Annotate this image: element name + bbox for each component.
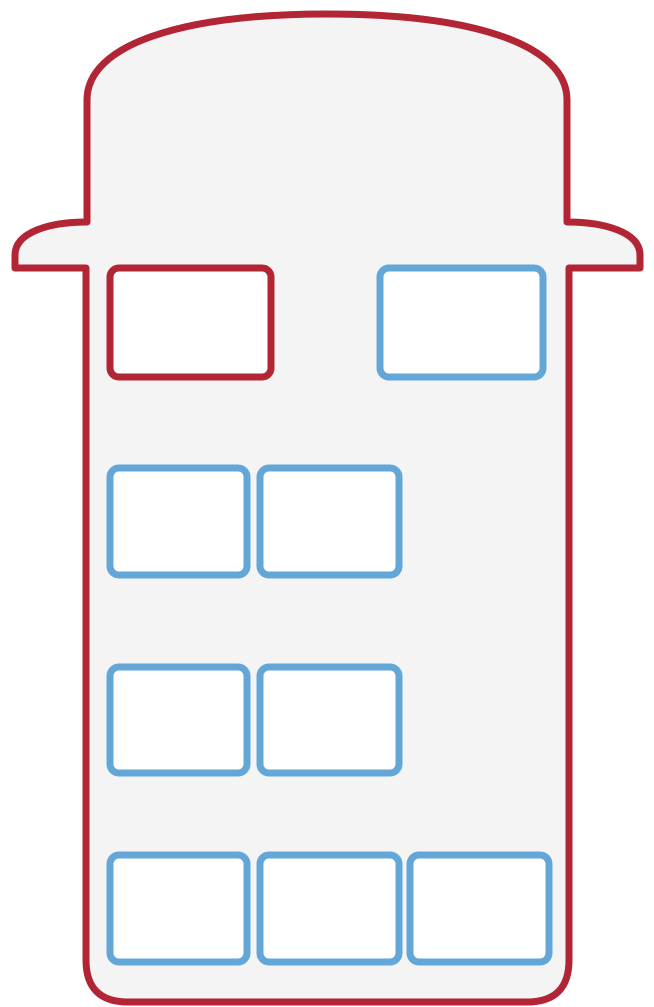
seat-front-passenger[interactable] [376, 264, 547, 381]
seat-row3-middle-frame [256, 663, 403, 777]
seat-row4-right-frame [406, 851, 553, 966]
seat-row4-middle[interactable] [256, 851, 403, 966]
seat-row2-left[interactable] [106, 464, 251, 579]
seat-row4-middle-frame [256, 851, 403, 966]
seat-row2-left-frame [106, 464, 251, 579]
seat-driver-frame [106, 264, 275, 381]
seat-row2-middle[interactable] [256, 464, 403, 579]
seat-row3-left[interactable] [106, 663, 251, 777]
seat-front-passenger-frame [376, 264, 547, 381]
seat-row4-left-frame [106, 851, 251, 966]
seat-row2-middle-frame [256, 464, 403, 579]
seat-driver[interactable] [106, 264, 275, 381]
seat-row4-left[interactable] [106, 851, 251, 966]
seat-row4-right[interactable] [406, 851, 553, 966]
seat-row3-middle[interactable] [256, 663, 403, 777]
seat-row3-left-frame [106, 663, 251, 777]
